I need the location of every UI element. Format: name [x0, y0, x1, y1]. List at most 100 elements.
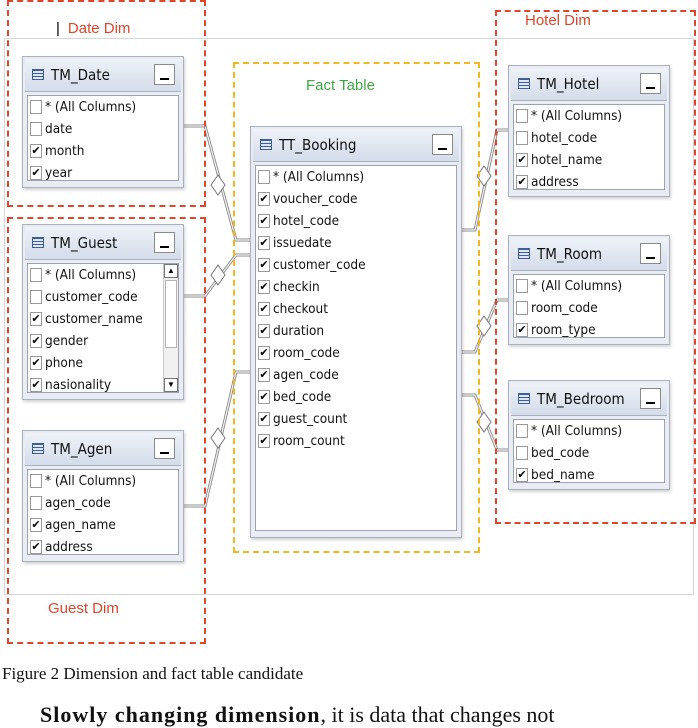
- minimize-icon[interactable]: [154, 438, 175, 459]
- checkbox-unchecked[interactable]: [258, 170, 270, 184]
- column-row[interactable]: customer_code: [30, 288, 162, 307]
- column-row[interactable]: ✔address: [30, 538, 176, 557]
- minimize-icon[interactable]: [154, 232, 175, 253]
- column-row[interactable]: ✔hotel_code: [258, 212, 454, 231]
- checkbox-unchecked[interactable]: [516, 109, 528, 123]
- column-row[interactable]: hotel_code: [516, 129, 662, 148]
- column-row[interactable]: room_code: [516, 299, 662, 318]
- checkbox-checked[interactable]: ✔: [258, 236, 270, 250]
- checkbox-checked[interactable]: ✔: [516, 153, 528, 167]
- checkbox-checked[interactable]: ✔: [258, 280, 270, 294]
- column-row[interactable]: ✔nasionality: [30, 376, 162, 392]
- minimize-icon[interactable]: [640, 243, 661, 264]
- table-header[interactable]: TM_Guest: [25, 227, 181, 260]
- column-row[interactable]: ✔room_count: [258, 432, 454, 451]
- column-row[interactable]: ✔voucher_code: [258, 190, 454, 209]
- minimize-icon[interactable]: [640, 73, 661, 94]
- column-row[interactable]: ✔agen_name: [30, 516, 176, 535]
- minimize-icon[interactable]: [640, 388, 661, 409]
- column-row[interactable]: * (All Columns): [30, 266, 162, 285]
- column-row[interactable]: ✔bed_code: [258, 388, 454, 407]
- column-row[interactable]: agen_code: [30, 494, 176, 513]
- column-row[interactable]: ✔customer_name: [30, 310, 162, 329]
- checkbox-unchecked[interactable]: [516, 131, 528, 145]
- table-tm-agen[interactable]: TM_Agen * (All Columns) agen_code ✔agen_nam…: [22, 430, 184, 562]
- checkbox-checked[interactable]: ✔: [258, 192, 270, 206]
- column-row[interactable]: * (All Columns): [30, 472, 176, 491]
- column-row[interactable]: ✔checkin: [258, 278, 454, 297]
- scroll-down-icon[interactable]: ▼: [164, 378, 178, 392]
- column-row[interactable]: * (All Columns): [258, 168, 454, 187]
- checkbox-unchecked[interactable]: [30, 474, 42, 488]
- column-row[interactable]: * (All Columns): [30, 98, 176, 117]
- checkbox-checked[interactable]: ✔: [30, 356, 42, 370]
- column-row[interactable]: ✔duration: [258, 322, 454, 341]
- column-row[interactable]: ✔issuedate: [258, 234, 454, 253]
- checkbox-unchecked[interactable]: [30, 290, 42, 304]
- checkbox-unchecked[interactable]: [30, 496, 42, 510]
- checkbox-unchecked[interactable]: [516, 301, 528, 315]
- checkbox-checked[interactable]: ✔: [258, 346, 270, 360]
- checkbox-checked[interactable]: ✔: [258, 214, 270, 228]
- checkbox-checked[interactable]: ✔: [258, 258, 270, 272]
- checkbox-checked[interactable]: ✔: [258, 302, 270, 316]
- checkbox-checked[interactable]: ✔: [516, 468, 528, 482]
- table-header[interactable]: TM_Agen: [25, 433, 181, 466]
- checkbox-checked[interactable]: ✔: [516, 323, 528, 337]
- column-row[interactable]: ✔room_code: [258, 344, 454, 363]
- minimize-icon[interactable]: [154, 64, 175, 85]
- checkbox-checked[interactable]: ✔: [30, 378, 42, 392]
- table-header[interactable]: TM_Room: [511, 238, 667, 271]
- checkbox-checked[interactable]: ✔: [30, 144, 42, 158]
- minimize-icon[interactable]: [432, 134, 453, 155]
- table-header[interactable]: TM_Date: [25, 59, 181, 92]
- checkbox-unchecked[interactable]: [516, 279, 528, 293]
- scroll-up-icon[interactable]: ▲: [164, 264, 178, 278]
- column-row[interactable]: * (All Columns): [516, 107, 662, 126]
- column-row[interactable]: ✔month: [30, 142, 176, 161]
- checkbox-checked[interactable]: ✔: [30, 334, 42, 348]
- checkbox-unchecked[interactable]: [30, 268, 42, 282]
- vertical-scrollbar[interactable]: ▲▼: [163, 264, 178, 392]
- column-row[interactable]: ✔hotel_name: [516, 151, 662, 170]
- table-tm-date[interactable]: TM_Date * (All Columns) date ✔month ✔year: [22, 56, 184, 188]
- checkbox-unchecked[interactable]: [516, 424, 528, 438]
- column-row[interactable]: ✔phone: [30, 354, 162, 373]
- table-header[interactable]: TM_Bedroom: [511, 383, 667, 416]
- checkbox-unchecked[interactable]: [516, 446, 528, 460]
- checkbox-checked[interactable]: ✔: [258, 368, 270, 382]
- checkbox-checked[interactable]: ✔: [258, 412, 270, 426]
- table-tm-room[interactable]: TM_Room * (All Columns) room_code ✔room_typ…: [508, 235, 670, 345]
- checkbox-checked[interactable]: ✔: [258, 434, 270, 448]
- column-row[interactable]: bed_code: [516, 444, 662, 463]
- column-row[interactable]: ✔address: [516, 173, 662, 192]
- table-icon: [32, 443, 44, 454]
- column-row[interactable]: ✔checkout: [258, 300, 454, 319]
- checkbox-checked[interactable]: ✔: [30, 166, 42, 180]
- checkbox-unchecked[interactable]: [30, 122, 42, 136]
- scroll-thumb[interactable]: [165, 280, 177, 348]
- column-row[interactable]: date: [30, 120, 176, 139]
- column-row[interactable]: ✔room_type: [516, 321, 662, 340]
- column-row[interactable]: ✔guest_count: [258, 410, 454, 429]
- table-tm-hotel[interactable]: TM_Hotel * (All Columns) hotel_code ✔hotel_…: [508, 65, 670, 197]
- checkbox-checked[interactable]: ✔: [30, 518, 42, 532]
- checkbox-checked[interactable]: ✔: [258, 324, 270, 338]
- column-row[interactable]: * (All Columns): [516, 422, 662, 441]
- column-row[interactable]: ✔gender: [30, 332, 162, 351]
- checkbox-checked[interactable]: ✔: [516, 175, 528, 189]
- checkbox-checked[interactable]: ✔: [30, 312, 42, 326]
- column-row[interactable]: ✔agen_code: [258, 366, 454, 385]
- table-header[interactable]: TM_Hotel: [511, 68, 667, 101]
- column-row[interactable]: ✔customer_code: [258, 256, 454, 275]
- checkbox-checked[interactable]: ✔: [258, 390, 270, 404]
- table-tm-bedroom[interactable]: TM_Bedroom * (All Columns) bed_code ✔bed_na…: [508, 380, 670, 490]
- column-row[interactable]: ✔bed_name: [516, 466, 662, 485]
- checkbox-checked[interactable]: ✔: [30, 540, 42, 554]
- column-row[interactable]: * (All Columns): [516, 277, 662, 296]
- checkbox-unchecked[interactable]: [30, 100, 42, 114]
- column-row[interactable]: ✔year: [30, 164, 176, 183]
- table-tm-guest[interactable]: TM_Guest * (All Columns) customer_code ✔cus…: [22, 224, 184, 400]
- table-tt-booking[interactable]: TT_Booking * (All Columns) ✔voucher_code ✔h…: [250, 126, 462, 538]
- table-header[interactable]: TT_Booking: [253, 129, 459, 162]
